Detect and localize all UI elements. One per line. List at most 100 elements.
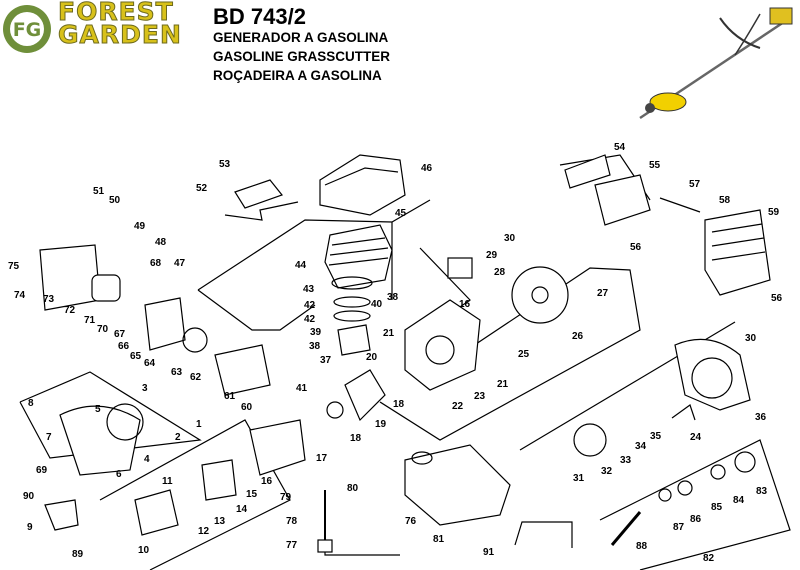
part-label: 11	[162, 476, 173, 487]
part-label: 68	[150, 258, 162, 269]
lever-24	[671, 404, 696, 421]
part-label: 33	[620, 455, 632, 466]
muffler-fin-3	[711, 251, 766, 261]
part-label: 79	[280, 492, 292, 503]
top-cover-ribs	[324, 167, 399, 186]
part-label: 82	[703, 553, 715, 564]
part-label: 81	[433, 534, 445, 545]
part-label: 21	[497, 379, 509, 390]
cyl-fin-1	[331, 237, 386, 246]
seal-87	[658, 488, 672, 502]
part-label: 63	[171, 367, 183, 378]
part-label: 73	[43, 294, 55, 305]
flywheel-26	[511, 266, 569, 324]
part-label: 4	[144, 454, 150, 465]
part-label: 32	[601, 466, 613, 477]
muffler-cover-59	[704, 209, 771, 296]
part-label: 37	[320, 355, 332, 366]
flywheel-hub	[531, 286, 549, 304]
model-number: BD 743/2	[213, 4, 306, 29]
fuel-tank-81	[404, 444, 511, 526]
part-label: 50	[109, 195, 121, 206]
part-label: 46	[421, 163, 433, 174]
part-label: 65	[130, 351, 142, 362]
part-label: 16	[459, 299, 471, 310]
part-label: 42	[304, 314, 316, 325]
part-label: 78	[286, 516, 298, 527]
carb-63	[182, 327, 208, 353]
part-label: 58	[719, 195, 731, 206]
part-label: 19	[375, 419, 387, 430]
part-label: 42	[304, 300, 316, 311]
crankshaft-19	[344, 369, 386, 422]
part-label: 71	[84, 315, 96, 326]
logo-badge-text: FG	[13, 19, 42, 41]
cylinder-44	[324, 224, 393, 289]
fan-housing-bore	[691, 357, 733, 399]
part-label: 89	[72, 549, 84, 560]
forest-garden-logo-badge: FG	[3, 5, 51, 53]
air-filter-72	[91, 274, 121, 302]
muffler-fin-1	[711, 223, 763, 233]
part-label: 43	[303, 284, 315, 295]
part-label: 39	[310, 327, 322, 338]
part-label: 91	[483, 547, 495, 558]
part-label: 90	[23, 491, 35, 502]
part-label: 76	[405, 516, 417, 527]
bearing-86	[677, 480, 693, 496]
crankcase-half-21	[404, 299, 481, 391]
part-label: 64	[144, 358, 156, 369]
guard-90	[44, 499, 79, 531]
part-label: 18	[350, 433, 362, 444]
part-label: 10	[138, 545, 150, 556]
part-label: 24	[690, 432, 702, 443]
cover-link	[224, 201, 299, 221]
part-label: 8	[28, 398, 34, 409]
part-label: 41	[296, 383, 308, 394]
ignition-coil-28	[447, 257, 473, 279]
grasscutter-illustration	[639, 7, 793, 120]
part-label: 51	[93, 186, 105, 197]
part-label: 67	[114, 329, 126, 340]
part-label: 84	[733, 495, 745, 506]
part-label: 53	[219, 159, 231, 170]
part-label: 30	[504, 233, 516, 244]
washer-84	[710, 464, 726, 480]
brand-wordmark: FOREST GARDEN	[58, 0, 182, 49]
part-label: 86	[690, 514, 702, 525]
title-english: GASOLINE GRASSCUTTER	[213, 49, 391, 64]
part-label: 25	[518, 349, 530, 360]
part-label: 29	[486, 250, 498, 261]
part-label: 66	[118, 341, 130, 352]
top-cover-46	[319, 154, 406, 216]
part-label: 45	[395, 208, 407, 219]
ring-42a	[333, 296, 371, 308]
header: FG FOREST GARDEN BD 743/2 GENERADOR A GA…	[0, 0, 800, 120]
part-label: 14	[236, 504, 248, 515]
assembly-outline	[197, 199, 431, 291]
fuel-line	[324, 520, 400, 556]
part-label: 30	[745, 333, 757, 344]
assembly-outline-4	[197, 289, 316, 331]
bracket-54	[564, 154, 611, 189]
part-label: 20	[366, 352, 378, 363]
part-label: 36	[755, 412, 767, 423]
part-label: 7	[46, 432, 52, 443]
part-label: 31	[573, 473, 585, 484]
part-label: 26	[572, 331, 584, 342]
part-label: 87	[673, 522, 685, 533]
part-label: 74	[14, 290, 26, 301]
part-label: 60	[241, 402, 253, 413]
crankcase-17	[249, 419, 306, 476]
air-filter-base-67	[144, 297, 186, 351]
part-label: 2	[175, 432, 181, 443]
part-label: 83	[756, 486, 768, 497]
part-label: 54	[614, 142, 626, 153]
cyl-fin-2	[329, 247, 389, 256]
part-label: 17	[316, 453, 328, 464]
part-label: 44	[295, 260, 307, 271]
brand-line-2: GARDEN	[58, 20, 182, 49]
part-label: 22	[452, 401, 464, 412]
recoil-outline	[19, 371, 202, 459]
